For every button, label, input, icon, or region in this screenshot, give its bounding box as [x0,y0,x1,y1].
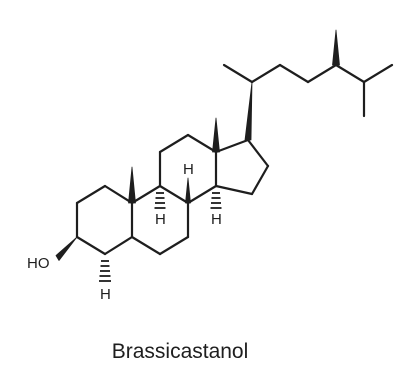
c3-hydroxyl-wedge [55,236,78,261]
c10-methyl-wedge [128,166,136,204]
h14-label: H [211,211,222,228]
ring-a [75,184,134,256]
hashed-bonds [99,177,222,282]
compound-name-caption: Brassicastanol [111,340,249,363]
c9-h-hash [154,192,166,209]
c8-h-wedge [185,177,191,204]
h5-label: H [100,286,111,303]
atom-labels: HO H H H H [27,161,222,303]
c24-methyl-wedge [332,29,340,66]
c14-h-hash [210,192,222,209]
ring-b [130,184,190,256]
h9-label: H [155,211,166,228]
c17-side-chain-wedge [244,81,253,141]
ring-d [214,138,270,196]
wedge-bonds [55,29,340,261]
ring-c [158,133,218,205]
side-chain [222,63,394,118]
c13-methyl-wedge [212,117,220,153]
hydroxyl-label: HO [27,255,50,272]
c5-h-hash [99,260,111,282]
h8-label: H [183,161,194,178]
